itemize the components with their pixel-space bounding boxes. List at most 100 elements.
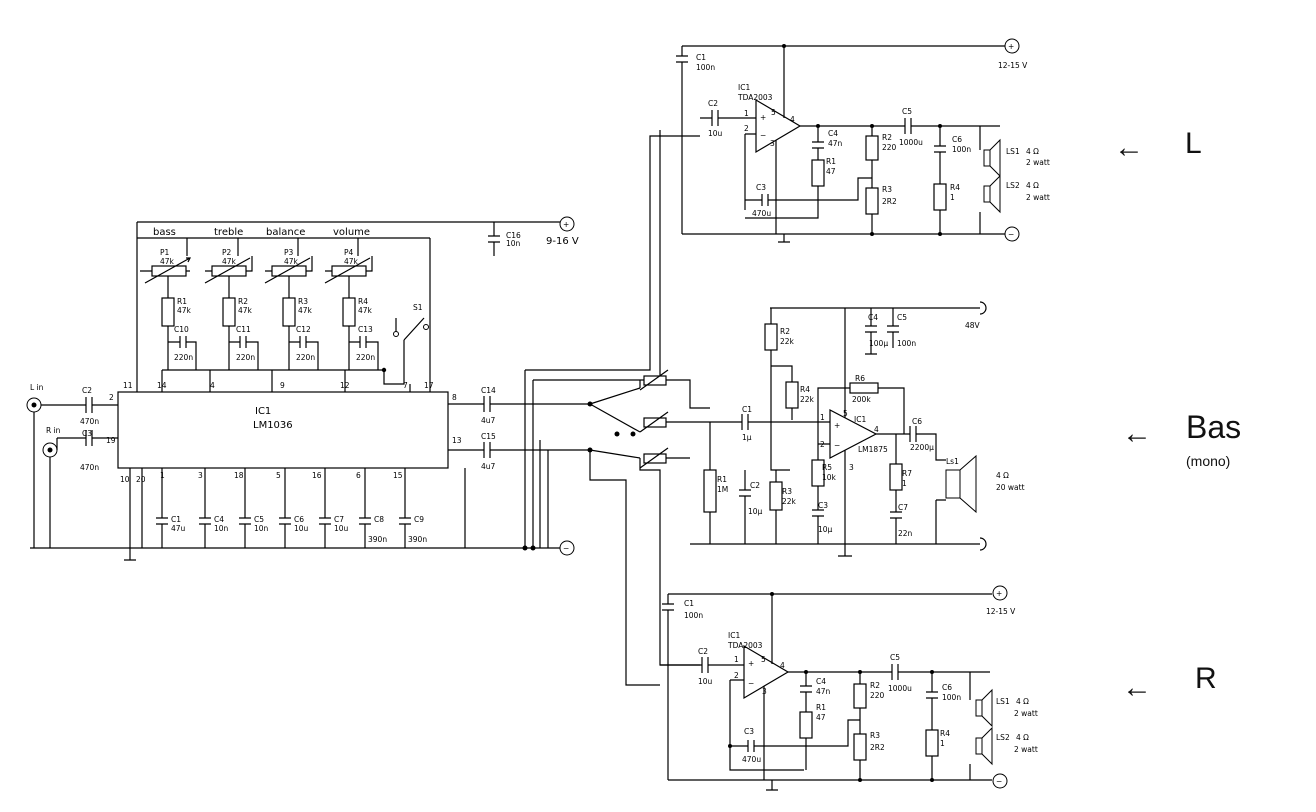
wire: [745, 177, 872, 206]
wire: [399, 468, 411, 548]
junction-node: [930, 778, 934, 782]
wire: [239, 468, 251, 548]
lm1036-ic-body: [117, 391, 449, 469]
wire: [359, 468, 371, 548]
wire: [771, 365, 793, 420]
label-amp-bass-pins-p3: 3: [849, 463, 854, 472]
label-amp-l-r4-val: 1: [950, 193, 955, 202]
label-main-out-caps-1-val: 4u7: [481, 462, 496, 471]
wire: [325, 256, 373, 272]
label-main-l-in: L in: [30, 383, 44, 392]
label-amp-bass-c7-val: 22n: [898, 529, 913, 538]
label-main-resistors-3-val: 47k: [358, 306, 373, 315]
speaker-ls1-bass: Ls1 4 Ω 20 watt: [945, 454, 1025, 514]
label-amp-bass-r2-val: 22k: [780, 337, 795, 346]
component-body: [811, 159, 825, 187]
label-main-top-caps-2-ref: C12: [296, 325, 311, 334]
lm1875-triangle: [829, 409, 878, 459]
amp-left: C1 100n + 12-15 V IC1 TDA2003 + − 1 2 3 …: [676, 38, 1050, 243]
label-amp-bass-c2-ref: C2: [750, 481, 760, 490]
label-amp-bass-r1-ref: R1: [717, 475, 727, 484]
label-amp-r-pins-minus: −: [748, 679, 754, 688]
pot-label-balance: balance: [266, 227, 305, 238]
wire: [383, 340, 405, 385]
label-amp-l-pins-plus: +: [760, 113, 766, 122]
wire: [744, 133, 756, 210]
label-main-ic-lm1036-pins-p2: 2: [109, 393, 114, 402]
label-amp-r-ls1-ref: LS1: [996, 697, 1010, 706]
wire: [710, 414, 830, 430]
wire: [778, 234, 790, 243]
pot-p1: P1 47k: [140, 248, 191, 284]
wire: [639, 411, 710, 433]
label-main-ic-lm1036-pins-p19: 19: [106, 436, 116, 445]
wire: [589, 450, 660, 686]
l-in: L in C2 470n: [26, 383, 118, 548]
speaker-ls2-l: LS2 4 Ω 2 watt: [983, 174, 1050, 214]
wire: [525, 135, 700, 371]
wire: [168, 336, 197, 370]
label-amp-bass-r3-val: 22k: [782, 497, 797, 506]
label-amp-r-c1-val: 100n: [684, 611, 703, 620]
label-amp-bass-pins-p1: 1: [820, 413, 825, 422]
pot-label-volume: volume: [333, 227, 370, 238]
component-body: [853, 683, 867, 709]
label-main-top-caps-0-ref: C10: [174, 325, 189, 334]
component-body: [925, 729, 939, 757]
component-shape: [981, 726, 993, 766]
component-body: [785, 381, 799, 409]
junction-node: [782, 44, 786, 48]
speaker-ls1-l: LS1 4 Ω 2 watt: [983, 138, 1050, 178]
component-body: [342, 297, 356, 327]
label-l: L: [1185, 127, 1202, 160]
label-amp-bass-ic: IC1: [854, 415, 866, 424]
label-amp-r-ls2-watt: 2 watt: [1014, 745, 1038, 754]
r-in: R in C3 470n: [42, 426, 118, 548]
label-amp-bass-c3-ref: C3: [818, 501, 828, 510]
component-body: [933, 183, 947, 211]
wire: [979, 301, 987, 551]
label-main-ic-lm1036-pins-p15: 15: [393, 471, 403, 480]
junction-node: [381, 367, 387, 373]
junction-node: [858, 778, 862, 782]
wire: [639, 447, 669, 469]
component-shape: [959, 454, 977, 514]
label-amp-l-pins-p3: 3: [770, 139, 775, 148]
label-main-in-caps-0-val: 470n: [80, 417, 99, 426]
label-main-ic-lm1036-pins-p20: 20: [136, 475, 146, 484]
label-amp-l-c2-ref: C2: [708, 99, 718, 108]
junction-node: [587, 447, 593, 453]
wire: [662, 593, 992, 780]
label-main-c16-val: 10n: [506, 239, 521, 248]
label-main-resistors-2-val: 47k: [298, 306, 313, 315]
junction-node: [728, 744, 732, 748]
wire: [289, 336, 319, 370]
label-amp-l-ic: IC1: [738, 83, 750, 92]
label-amp-bass-pins-p5: 5: [843, 409, 848, 418]
label-amp-bass-r5-ref: R5: [822, 463, 832, 472]
wire: [745, 186, 819, 219]
label-amp-bass-r6-ref: R6: [855, 374, 865, 383]
wire: [739, 470, 751, 544]
label-amp-bass-c2-val: 10µ: [748, 507, 763, 516]
label-amp-bass-ls1-watt: 20 watt: [996, 483, 1025, 492]
label-amp-l-c3-ref: C3: [756, 183, 766, 192]
label-amp-l-pins-p2: 2: [744, 124, 749, 133]
label-amp-r-r3-ref: R3: [870, 731, 880, 740]
component-body: [211, 265, 247, 277]
label-main-c16-ref: C16: [506, 231, 521, 240]
wire: [935, 499, 946, 544]
junction-node: [393, 331, 399, 337]
component-body: [945, 469, 961, 499]
label-amp-l-r2-val: 220: [882, 143, 897, 152]
label-amp-l-pins-p5: 5: [771, 108, 776, 117]
label-main-ic-lm1036-pins-p7: 7: [403, 381, 408, 390]
label-main-top-caps-2-val: 220n: [296, 353, 315, 362]
label-amp-bass-r1-val: 1M: [717, 485, 728, 494]
wire: [730, 719, 860, 752]
label-amp-l-r3-ref: R3: [882, 185, 892, 194]
tda2003-r-triangle: [743, 644, 790, 700]
label-main-resistors-2-ref: R3: [298, 297, 308, 306]
tda2003-l-triangle: [755, 98, 802, 154]
component-body: [853, 733, 867, 761]
